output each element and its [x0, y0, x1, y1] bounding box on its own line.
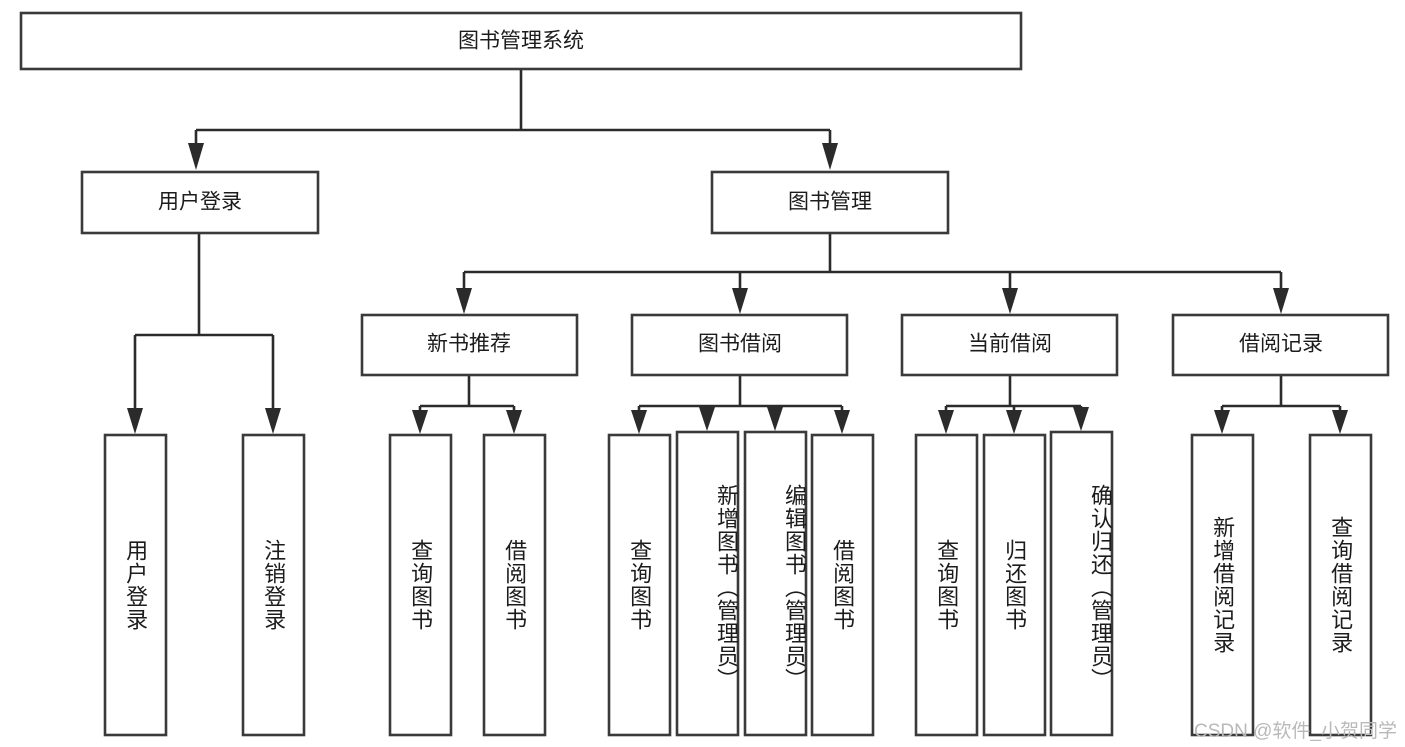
node-user-login-box[interactable] — [80, 170, 320, 235]
node-borrow-record[interactable]: 借阅记录 — [1171, 313, 1390, 377]
arrowhead-currentborrow-leaf3 — [1073, 407, 1089, 431]
edge-group-newbook-leaves — [412, 375, 522, 434]
node-new-book-recommend[interactable]: 新书推荐 — [360, 313, 579, 377]
arrowhead-newbook-leaf1 — [412, 410, 428, 434]
node-book-borrow-box[interactable] — [630, 313, 849, 377]
node-book-borrow-label: 图书借阅 — [698, 333, 782, 356]
arrowhead-leaf-user-login — [127, 408, 143, 434]
node-book-management[interactable]: 图书管理 — [710, 170, 950, 235]
leaf-box-borrow-query-book[interactable] — [607, 433, 672, 737]
leaf-box-edit-book-admin[interactable] — [743, 430, 808, 737]
leaf-box-return-book[interactable] — [982, 433, 1047, 737]
node-root-label: 图书管理系统 — [458, 30, 584, 53]
node-borrow-record-box[interactable] — [1171, 313, 1390, 377]
arrowhead-newbook-leaf2 — [506, 410, 522, 434]
arrowhead-borrowrecord-leaf1 — [1214, 410, 1230, 434]
edge-group-bookmgmt-to-level3 — [456, 233, 1289, 314]
leaf-box-borrow-borrow-book[interactable] — [810, 433, 875, 737]
arrowhead-userlogin — [188, 143, 204, 170]
leaf-box-newbook-query-book[interactable] — [388, 433, 453, 737]
leaf-box-logout[interactable] — [241, 433, 306, 737]
leaf-box-add-book-admin[interactable] — [675, 430, 740, 737]
arrowhead-newbook — [456, 288, 472, 314]
arrowhead-bookborrow-leaf2 — [699, 407, 715, 431]
edge-group-currentborrow-leaves — [938, 375, 1089, 434]
node-new-book-recommend-box[interactable] — [360, 313, 579, 377]
arrowhead-borrowrecord — [1273, 288, 1289, 314]
node-book-management-box[interactable] — [710, 170, 950, 235]
arrowhead-bookborrow-leaf3 — [767, 407, 783, 431]
leaf-box-current-query-book[interactable] — [914, 433, 979, 737]
edge-group-borrowrecord-leaves — [1214, 375, 1348, 434]
leaf-box-confirm-return-admin[interactable] — [1049, 430, 1114, 737]
edge-group-userlogin-leaves — [127, 233, 281, 434]
node-root[interactable]: 图书管理系统 — [19, 11, 1023, 71]
node-current-borrow-box[interactable] — [900, 313, 1119, 377]
arrowhead-currentborrow — [1002, 288, 1018, 314]
node-root-box[interactable] — [19, 11, 1023, 71]
node-book-management-label: 图书管理 — [788, 191, 872, 214]
edge-group-bookborrow-leaves — [631, 375, 850, 434]
node-borrow-record-label: 借阅记录 — [1239, 333, 1323, 356]
node-book-borrow[interactable]: 图书借阅 — [630, 313, 849, 377]
node-user-login[interactable]: 用户登录 — [80, 170, 320, 235]
leaf-box-query-borrow-record[interactable] — [1308, 433, 1373, 737]
arrowhead-bookborrow-leaf1 — [631, 410, 647, 434]
arrowhead-leaf-logout — [265, 408, 281, 434]
node-user-login-label: 用户登录 — [158, 191, 242, 214]
node-current-borrow[interactable]: 当前借阅 — [900, 313, 1119, 377]
node-current-borrow-label: 当前借阅 — [968, 333, 1052, 356]
arrowhead-borrowrecord-leaf2 — [1332, 410, 1348, 434]
arrowhead-bookborrow — [732, 288, 748, 314]
node-new-book-recommend-label: 新书推荐 — [427, 333, 511, 356]
edge-group-root-to-level2 — [188, 69, 838, 170]
arrowhead-bookborrow-leaf4 — [834, 410, 850, 434]
csdn-watermark: CSDN @软件_小贺同学 — [1194, 721, 1397, 742]
leaf-box-add-borrow-record[interactable] — [1190, 433, 1255, 737]
leaf-box-user-login[interactable] — [103, 433, 168, 737]
arrowhead-currentborrow-leaf1 — [938, 410, 954, 434]
arrowhead-currentborrow-leaf2 — [1006, 410, 1022, 434]
arrowhead-bookmgmt — [822, 143, 838, 170]
leaf-box-newbook-borrow-book[interactable] — [482, 433, 547, 737]
